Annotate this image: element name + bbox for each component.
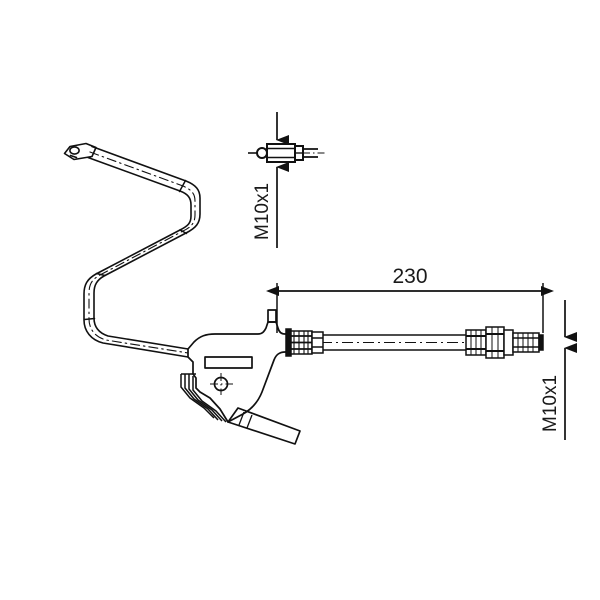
bracket-tab [227, 407, 301, 445]
upper-hose-assembly [63, 142, 201, 358]
hose-segment-joints [83, 179, 188, 321]
dimension-230-label: 230 [392, 265, 427, 288]
thread-callout-top-label: M10x1 [252, 183, 273, 240]
bracket-hole-crosshair [210, 373, 233, 395]
end-fitting-detail [248, 143, 325, 163]
thread-callout-right-label: M10x1 [540, 375, 561, 432]
bracket-body [187, 321, 291, 423]
dimension-230 [266, 283, 554, 333]
hex-fitting-right [465, 326, 544, 359]
crimp-ferrule-left [285, 328, 324, 357]
bracket-slot [204, 356, 253, 369]
mounting-bracket [180, 309, 301, 445]
bracket-fins [180, 373, 227, 423]
